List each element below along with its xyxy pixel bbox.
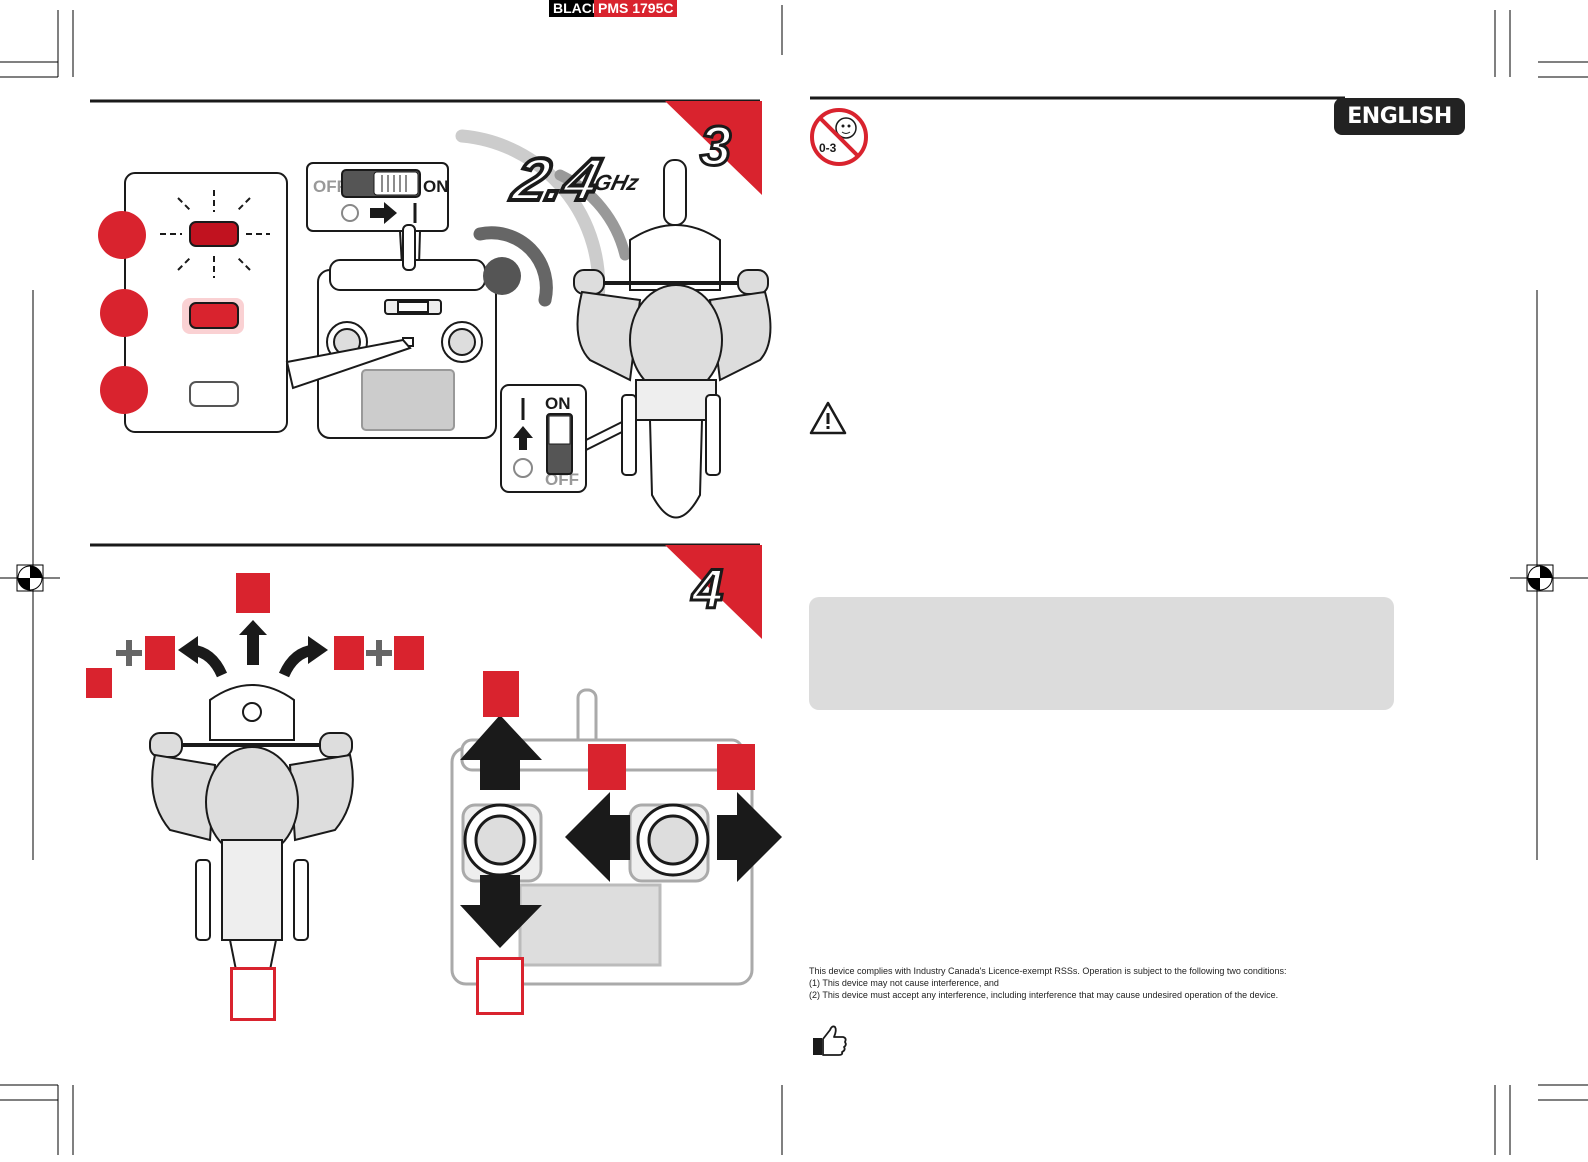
thumbs-up-icon	[813, 1025, 847, 1056]
steer-left-arrow-icon	[565, 792, 630, 882]
label-marker-stop	[230, 967, 276, 1021]
motorcycle-rear-view-step4	[149, 684, 354, 971]
solid-led-icon	[182, 298, 244, 334]
ic-line-2: (1) This device may not cause interferen…	[809, 978, 999, 988]
step3-illustration: 3 OFF ON	[90, 99, 772, 519]
signal-waves-icon	[455, 129, 631, 307]
frequency-unit: GHz	[591, 170, 642, 195]
label-marker-left-combo-1	[86, 668, 112, 698]
blinking-led-icon	[160, 190, 270, 278]
led-state-2-marker	[100, 289, 148, 337]
ic-line-1: This device complies with Industry Canad…	[809, 966, 1287, 976]
warning-triangle-icon	[809, 401, 847, 435]
notice-panel	[809, 597, 1394, 710]
ic-line-3: (2) This device must accept any interfer…	[809, 990, 1279, 1000]
label-marker-left-combo-2	[145, 636, 175, 670]
vehicle-switch-on-label: ON	[545, 394, 571, 413]
no-children-under-3-icon: 0-3	[810, 108, 868, 166]
frequency-value: 2.4	[506, 146, 607, 213]
vehicle-switch-callout: ON OFF	[500, 384, 623, 493]
off-led-icon	[189, 381, 239, 407]
label-marker-forward	[236, 573, 270, 613]
controller-switch-on-label: ON	[423, 177, 449, 196]
registration-mark-right	[1526, 564, 1554, 592]
led-state-1-marker	[98, 211, 146, 259]
step4-corner-flag	[665, 545, 762, 639]
controller-switch-callout: OFF ON	[306, 162, 449, 301]
step4-illustration: 4	[90, 543, 782, 986]
led-state-3-marker	[100, 366, 148, 414]
transmitter-step3	[317, 224, 497, 439]
right-page-rule	[810, 96, 1345, 100]
motorcycle-top-view-step3	[573, 159, 772, 519]
label-marker-throttle-reverse	[476, 957, 524, 1015]
plus-icons	[116, 640, 392, 666]
label-marker-steer-right	[717, 744, 755, 790]
controller-switch-off-label: OFF	[313, 177, 347, 196]
throttle-reverse-arrow-icon	[460, 875, 542, 948]
registration-mark-left	[16, 564, 44, 592]
label-marker-throttle-forward	[483, 671, 519, 717]
age-warning-label: 0-3	[819, 141, 837, 155]
print-mark-pms: PMS 1795C	[594, 0, 678, 17]
language-tab: ENGLISH	[1334, 98, 1465, 135]
step3-corner-flag	[665, 101, 762, 195]
joystick-left	[461, 803, 543, 883]
joystick-right	[628, 803, 710, 883]
throttle-forward-arrow-icon	[460, 715, 542, 790]
forward-arrow-icon	[239, 620, 267, 665]
frequency-badge: 2.4 GHz	[504, 144, 642, 215]
label-marker-steer-left	[588, 744, 626, 790]
turn-right-arrow-icon	[278, 636, 328, 678]
print-mark-black: BLACK	[549, 0, 606, 17]
turn-left-arrow-icon	[178, 636, 228, 678]
label-marker-right-combo-2	[394, 636, 424, 670]
ic-compliance-statement: This device complies with Industry Canad…	[809, 965, 1286, 1001]
step3-number: 3	[700, 114, 731, 177]
label-marker-right-combo-1	[334, 636, 364, 670]
steer-right-arrow-icon	[717, 792, 782, 882]
led-status-panel	[98, 172, 288, 433]
step4-number: 4	[691, 557, 723, 620]
